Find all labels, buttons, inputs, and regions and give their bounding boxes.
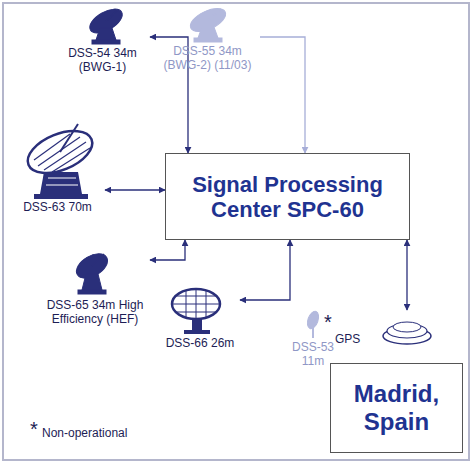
antenna-icon	[22, 123, 99, 199]
antenna-node: DSS-55 34m (BWG-2) (11/03)	[155, 44, 260, 72]
antenna-node: DSS-65 34m High Efficiency (HEF)	[40, 248, 150, 326]
region-box: Signal Processing Center SPC-60	[165, 153, 410, 240]
antenna-icon	[305, 310, 321, 338]
region-box: Madrid, Spain	[330, 363, 463, 453]
antenna-label: DSS-63 70m	[10, 200, 105, 214]
signal-link	[406, 240, 407, 310]
region-title: Madrid, Spain	[337, 380, 456, 436]
antenna-node: DSS-54 34m (BWG-1)	[55, 46, 150, 74]
gps-icon	[383, 322, 431, 344]
signal-link	[260, 37, 305, 153]
gps-node: GPS	[335, 310, 435, 350]
antenna-label: DSS-55 34m (BWG-2) (11/03)	[155, 44, 260, 72]
non-operational-mark: *	[324, 312, 332, 332]
antenna-label: DSS-54 34m (BWG-1)	[55, 46, 150, 74]
antenna-label: GPS	[335, 310, 435, 346]
antenna-label: DSS-66 26m	[160, 336, 240, 350]
antenna-label: DSS-65 34m High Efficiency (HEF)	[40, 298, 150, 326]
signal-link	[240, 240, 290, 300]
legend-mark: *	[30, 419, 38, 439]
antenna-node: DSS-63 70m	[10, 122, 105, 214]
antenna-icon	[86, 4, 126, 44]
signal-link	[150, 240, 185, 260]
antenna-node: DSS-66 26m	[160, 286, 240, 350]
legend-text: Non-operational	[42, 426, 127, 440]
antenna-icon	[187, 4, 229, 42]
signal-link	[105, 189, 165, 190]
region-title: Signal Processing Center SPC-60	[172, 172, 403, 222]
antenna-icon	[72, 249, 111, 294]
antenna-icon	[172, 289, 220, 334]
